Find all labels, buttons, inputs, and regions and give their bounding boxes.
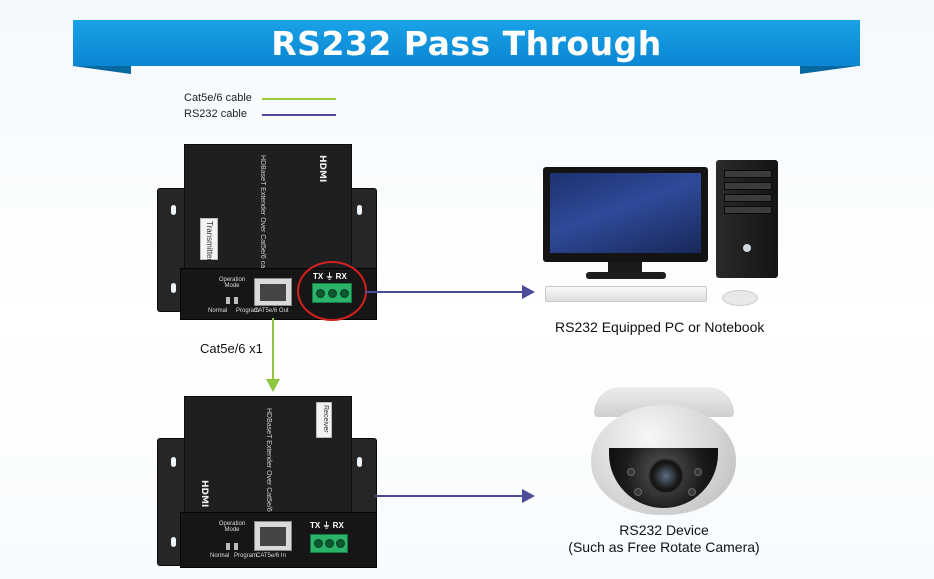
device-body-text: HDBaseT Extender Over Cat5e/6 cable <box>259 155 266 278</box>
mode-program-label: Program <box>236 308 260 314</box>
device-caption-line1: RS232 Device <box>619 522 709 538</box>
mode-normal-label: Normal <box>208 308 228 314</box>
monitor-stand <box>608 262 642 274</box>
ear-hole <box>171 205 176 215</box>
terminal-screw <box>325 539 334 548</box>
arrow-right-icon <box>522 489 535 503</box>
banner-fold-left <box>73 66 131 74</box>
ear-hole <box>171 457 176 467</box>
operation-mode-label: Operation Mode <box>218 277 246 289</box>
device-caption-line2: (Such as Free Rotate Camera) <box>568 539 760 555</box>
legend-rs232-line <box>262 114 336 116</box>
mode-switch[interactable] <box>234 543 238 550</box>
mode-program-label: Program <box>234 553 258 559</box>
mode-switch[interactable] <box>234 297 238 304</box>
camera-ir-led <box>634 488 642 496</box>
hdmi-logo: HDMI <box>317 155 327 183</box>
tx-rx-label: TX ⏚ RX <box>310 521 344 530</box>
sticker-text: Transmitter <box>205 221 214 262</box>
legend-cat5-line <box>262 98 336 100</box>
mode-switch[interactable] <box>226 297 230 304</box>
keyboard <box>545 286 707 302</box>
camera-ir-led <box>688 488 696 496</box>
monitor-base <box>586 272 666 279</box>
device-sticker: Transmitter <box>200 218 218 262</box>
rj45-port <box>254 521 292 551</box>
banner-fold-right <box>800 66 858 74</box>
mouse <box>722 290 758 306</box>
rs232-highlight-circle <box>297 261 367 321</box>
terminal-screw <box>314 539 323 548</box>
rs232-terminal-block <box>310 534 348 553</box>
pc-caption: RS232 Equipped PC or Notebook <box>555 319 765 335</box>
ear-hole <box>357 205 362 215</box>
rj45-port-label: CAT5e/6 Out <box>254 308 289 314</box>
mode-normal-label: Normal <box>210 553 230 559</box>
title-banner: RS232 Pass Through <box>73 20 860 66</box>
rj45-port-label: CAT5e/6 In <box>256 553 286 559</box>
page-title: RS232 Pass Through <box>271 23 662 63</box>
camera-ir-led <box>627 468 635 476</box>
rs232-link-to-device <box>375 495 523 497</box>
ear-hole <box>171 283 176 293</box>
cat5-link <box>272 318 274 380</box>
pc-tower <box>716 160 778 278</box>
cable-label: Cat5e/6 x1 <box>200 341 263 356</box>
legend-cat5-label: Cat5e/6 cable <box>184 92 252 104</box>
arrow-right-icon <box>522 285 535 299</box>
legend-rs232-label: RS232 cable <box>184 108 247 120</box>
sticker-text: Receiver <box>322 405 329 433</box>
mode-switch[interactable] <box>226 543 230 550</box>
camera-lens <box>648 458 684 494</box>
monitor <box>543 167 708 262</box>
ear-hole <box>357 457 362 467</box>
arrow-down-icon <box>266 379 280 392</box>
rs232-link-to-pc <box>365 291 523 293</box>
rj45-port <box>254 278 292 306</box>
terminal-screw <box>336 539 345 548</box>
device-sticker: Receiver <box>316 402 332 438</box>
ear-hole <box>171 537 176 547</box>
camera-ir-led <box>694 468 702 476</box>
hdmi-logo: HDMI <box>199 480 209 508</box>
operation-mode-label: Operation Mode <box>218 521 246 533</box>
